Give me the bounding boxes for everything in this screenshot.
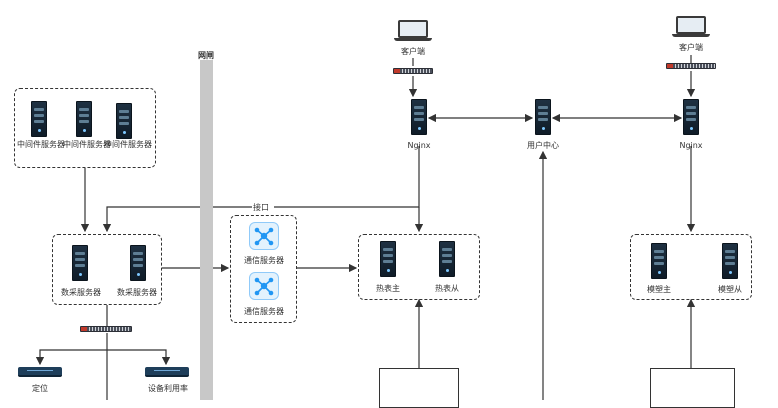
laptop-base: [394, 38, 432, 41]
switch-icon: [393, 68, 433, 74]
molding-master-icon: [651, 243, 667, 279]
collection-server-icon: [130, 245, 146, 281]
switch-icon: [666, 63, 716, 69]
comm-server-label: 通信服务器: [244, 307, 284, 316]
collection-server-label: 数采服务器: [117, 288, 157, 297]
molding-slave-label: 模塑从: [718, 285, 742, 294]
collection-server-label: 数采服务器: [61, 288, 101, 297]
molding-master-label: 模塑主: [647, 285, 671, 294]
middleware-server-label: 中间件服务器: [104, 140, 152, 149]
router-icon: [145, 367, 189, 377]
laptop-icon: [398, 20, 428, 38]
line-to-device-right: [107, 349, 171, 366]
line-to-device-left: [35, 349, 107, 366]
middleware-server-label: 中间件服务器: [63, 140, 111, 149]
user-center-server-icon: [535, 99, 551, 135]
nginx-label: Nginx: [679, 141, 703, 150]
gateway-bar: [200, 60, 213, 400]
device-label-location: 定位: [32, 384, 48, 393]
middleware-server-icon: [31, 101, 47, 137]
bottom-box-right: [650, 368, 735, 408]
hot-table-slave-icon: [439, 241, 455, 277]
router-icon: [18, 367, 62, 377]
laptop-base: [672, 34, 710, 37]
laptop-icon: [676, 16, 706, 34]
nginx-server-icon: [411, 99, 427, 135]
middleware-server-icon: [76, 101, 92, 137]
client-label: 客户端: [679, 43, 703, 52]
middleware-server-icon: [116, 103, 132, 139]
collection-server-icon: [72, 245, 88, 281]
bottom-box-left: [379, 368, 459, 408]
network-hub-icon: [249, 272, 279, 300]
collection-group: [52, 234, 162, 305]
gateway-label: 网闸: [198, 51, 214, 60]
molding-group: [630, 234, 752, 300]
comm-server-label: 通信服务器: [244, 256, 284, 265]
hot-table-master-icon: [380, 241, 396, 277]
comm-group: [230, 215, 297, 323]
hot-table-master-label: 热表主: [376, 284, 400, 293]
network-hub-icon: [249, 222, 279, 250]
hot-table-slave-label: 热表从: [435, 284, 459, 293]
interface-label: 接口: [253, 203, 269, 212]
hot-table-group: [358, 234, 480, 300]
nginx-server-icon: [683, 99, 699, 135]
client-label: 客户端: [401, 47, 425, 56]
device-label-utilization: 设备利用率: [148, 384, 188, 393]
switch-icon: [80, 326, 132, 332]
middleware-server-label: 中间件服务器: [17, 140, 65, 149]
user-center-label: 用户中心: [520, 141, 566, 151]
molding-slave-icon: [722, 243, 738, 279]
nginx-label: Nginx: [407, 141, 431, 150]
middleware-group: [14, 88, 156, 168]
